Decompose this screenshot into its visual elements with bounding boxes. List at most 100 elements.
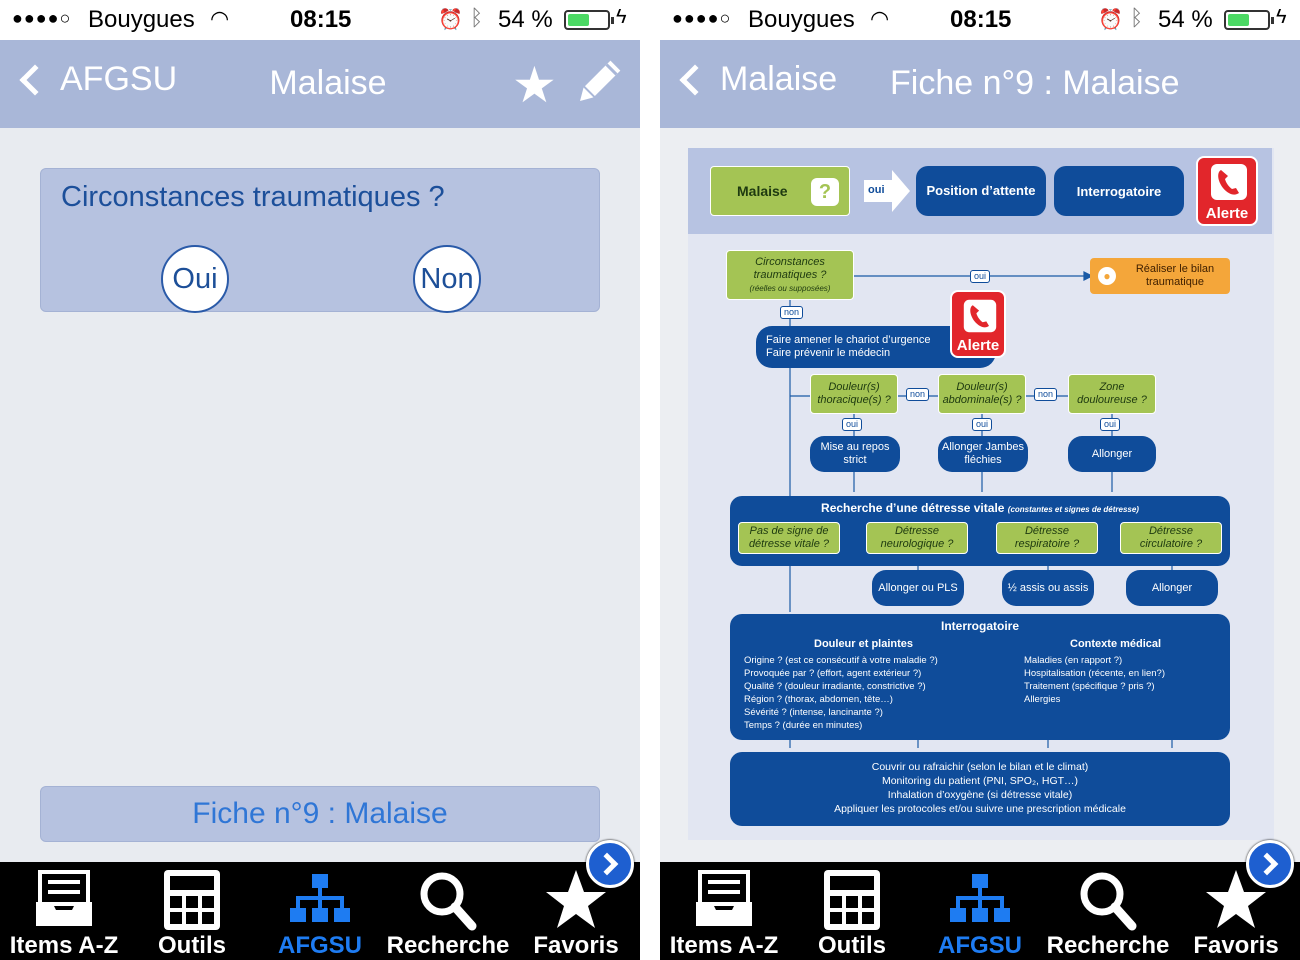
malaise-screen: ●●●●○ Bouygues ◠ 08:15 ⏰ ᛒ 54 % ϟ AFGSU … — [0, 0, 640, 960]
tab-favoris[interactable]: Favoris — [1172, 862, 1300, 960]
flowchart-image[interactable]: Malaise ? oui Position d’attente Interro… — [688, 148, 1274, 840]
tab-label: Items A-Z — [669, 932, 779, 959]
tag-non: non — [780, 306, 804, 319]
tab-label: Recherche — [386, 932, 510, 959]
tag-oui: oui — [970, 270, 991, 283]
tab-label: Favoris — [533, 932, 619, 959]
list-item: Appliquer les protocoles et/ou suivre un… — [834, 803, 1126, 815]
circonstances-sub: (réelles ou supposées) — [749, 283, 831, 293]
tab-recherche[interactable]: Recherche — [384, 862, 512, 960]
back-button[interactable]: AFGSU — [14, 60, 177, 99]
star-icon — [546, 870, 606, 928]
tab-recherche[interactable]: Recherche — [1044, 862, 1172, 960]
question-mark-icon: ? — [811, 178, 839, 206]
tab-afgsu[interactable]: AFGSU — [916, 862, 1044, 960]
tab-bar: Items A-Z Outils AFGSU — [660, 862, 1300, 960]
phone-icon — [963, 299, 997, 333]
back-label: AFGSU — [60, 60, 178, 98]
allonger-jambes-box: Allonger Jambes fléchies — [938, 436, 1028, 472]
contexte-list: Maladies (en rapport ?) Hospitalisation … — [1024, 654, 1165, 706]
alert-label: Alerte — [956, 337, 1000, 354]
tag-oui: oui — [842, 418, 863, 431]
header-malaise-label: Malaise — [737, 182, 788, 199]
flowchart-header: Malaise ? oui Position d’attente Interro… — [688, 148, 1272, 234]
tag-oui: oui — [1100, 418, 1121, 431]
hierarchy-icon — [290, 874, 350, 922]
tab-items-az[interactable]: Items A-Z — [0, 862, 128, 960]
circonstances-label: Circonstances traumatiques ? — [753, 255, 827, 281]
recherche-title-label: Recherche d’une détresse vitale — [821, 501, 1005, 515]
interrogatoire-box: Interrogatoire Douleur et plaintes Conte… — [730, 614, 1230, 740]
tab-outils[interactable]: Outils — [128, 862, 256, 960]
detresse-neuro-box: Détresse neurologique ? — [866, 522, 968, 554]
hierarchy-icon — [950, 874, 1010, 922]
recherche-title: Recherche d’une détresse vitale (constan… — [730, 501, 1230, 515]
signal-icon: ●●●●○ — [12, 8, 72, 28]
battery-percentage: 54 % — [1158, 6, 1213, 33]
navigation-bar: Malaise Fiche n°9 : Malaise — [660, 40, 1300, 128]
inbox-icon — [696, 870, 752, 926]
edit-pencil-icon[interactable] — [572, 58, 622, 110]
signal-icon: ●●●●○ — [672, 8, 732, 28]
tab-label: AFGSU — [278, 932, 362, 959]
yes-button[interactable]: Oui — [161, 245, 229, 313]
calculator-icon — [824, 870, 880, 930]
next-arrow-button[interactable] — [1246, 840, 1294, 888]
search-icon — [420, 872, 477, 931]
page-title: Fiche n°9 : Malaise — [890, 64, 1180, 102]
status-bar: ●●●●○ Bouygues ◠ 08:15 ⏰ ᛒ 54 % ϟ — [660, 0, 1300, 40]
no-button[interactable]: Non — [413, 245, 481, 313]
contexte-medical-heading: Contexte médical — [1070, 638, 1162, 650]
star-icon — [1206, 870, 1266, 928]
allonger-pls-box: Allonger ou PLS — [872, 570, 964, 606]
bluetooth-icon: ᛒ — [470, 5, 484, 30]
tab-label: AFGSU — [938, 932, 1022, 959]
demi-assis-box: ½ assis ou assis — [1002, 570, 1094, 606]
chevron-left-icon — [679, 63, 711, 96]
inbox-icon — [36, 870, 92, 926]
status-bar: ●●●●○ Bouygues ◠ 08:15 ⏰ ᛒ 54 % ϟ — [0, 0, 640, 40]
back-button[interactable]: Malaise — [674, 60, 837, 99]
mise-au-repos-box: Mise au repos strict — [810, 436, 900, 472]
tab-label: Outils — [817, 932, 886, 959]
chariot-line-2: Faire prévenir le médecin — [766, 347, 891, 359]
next-arrow-button[interactable] — [586, 840, 634, 888]
tab-label: Recherche — [1046, 932, 1170, 959]
recherche-detresse-box: Recherche d’une détresse vitale (constan… — [730, 496, 1230, 566]
bilan-traumatique-box: ● Réaliser le bilan traumatique — [1090, 258, 1230, 294]
list-item: Inhalation d’oxygène (si détresse vitale… — [887, 789, 1073, 801]
list-item: Temps ? (durée en minutes) — [744, 720, 863, 731]
page-title: Malaise — [269, 64, 387, 102]
tag-non: non — [906, 388, 930, 401]
arrow-right-icon — [864, 170, 910, 212]
tab-label: Outils — [157, 932, 226, 959]
phone-icon — [1211, 164, 1247, 200]
wifi-icon: ◠ — [210, 6, 230, 31]
tab-items-az[interactable]: Items A-Z — [660, 862, 788, 960]
calculator-icon — [164, 870, 220, 930]
zone-douloureuse-box: Zone douloureuse ? — [1068, 374, 1156, 414]
douleur-abdominale-box: Douleur(s) abdominale(s) ? — [938, 374, 1026, 414]
alarm-icon: ⏰ — [1098, 9, 1123, 31]
wifi-icon: ◠ — [870, 6, 890, 31]
favorite-star-icon[interactable]: ★ — [512, 57, 557, 113]
tab-afgsu[interactable]: AFGSU — [256, 862, 384, 960]
header-oui-arrow: oui — [864, 170, 910, 212]
list-item: Maladies (en rapport ?) — [1024, 655, 1123, 666]
question-card: Circonstances traumatiques ? Oui Non — [40, 168, 600, 313]
list-item: Sévérité ? (intense, lancinante ?) — [744, 707, 883, 718]
list-item: Monitoring du patient (PNI, SPO₂, HGT…) — [881, 775, 1079, 787]
allonger-box: Allonger — [1068, 436, 1156, 472]
circonstances-box: Circonstances traumatiques ? (réelles ou… — [726, 250, 854, 300]
header-position-box: Position d’attente — [916, 166, 1046, 216]
tag-oui: oui — [972, 418, 993, 431]
list-item: Provoquée par ? (effort, agent extérieur… — [744, 668, 922, 679]
fiche-link-button[interactable]: Fiche n°9 : Malaise — [40, 786, 600, 842]
bluetooth-icon: ᛒ — [1130, 5, 1144, 30]
tab-outils[interactable]: Outils — [788, 862, 916, 960]
back-label: Malaise — [720, 60, 838, 98]
list-item: Origine ? (est ce consécutif à votre mal… — [744, 655, 938, 666]
tab-label: Items A-Z — [9, 932, 119, 959]
tab-favoris[interactable]: Favoris — [512, 862, 640, 960]
pas-de-signe-box: Pas de signe de détresse vitale ? — [738, 522, 840, 554]
